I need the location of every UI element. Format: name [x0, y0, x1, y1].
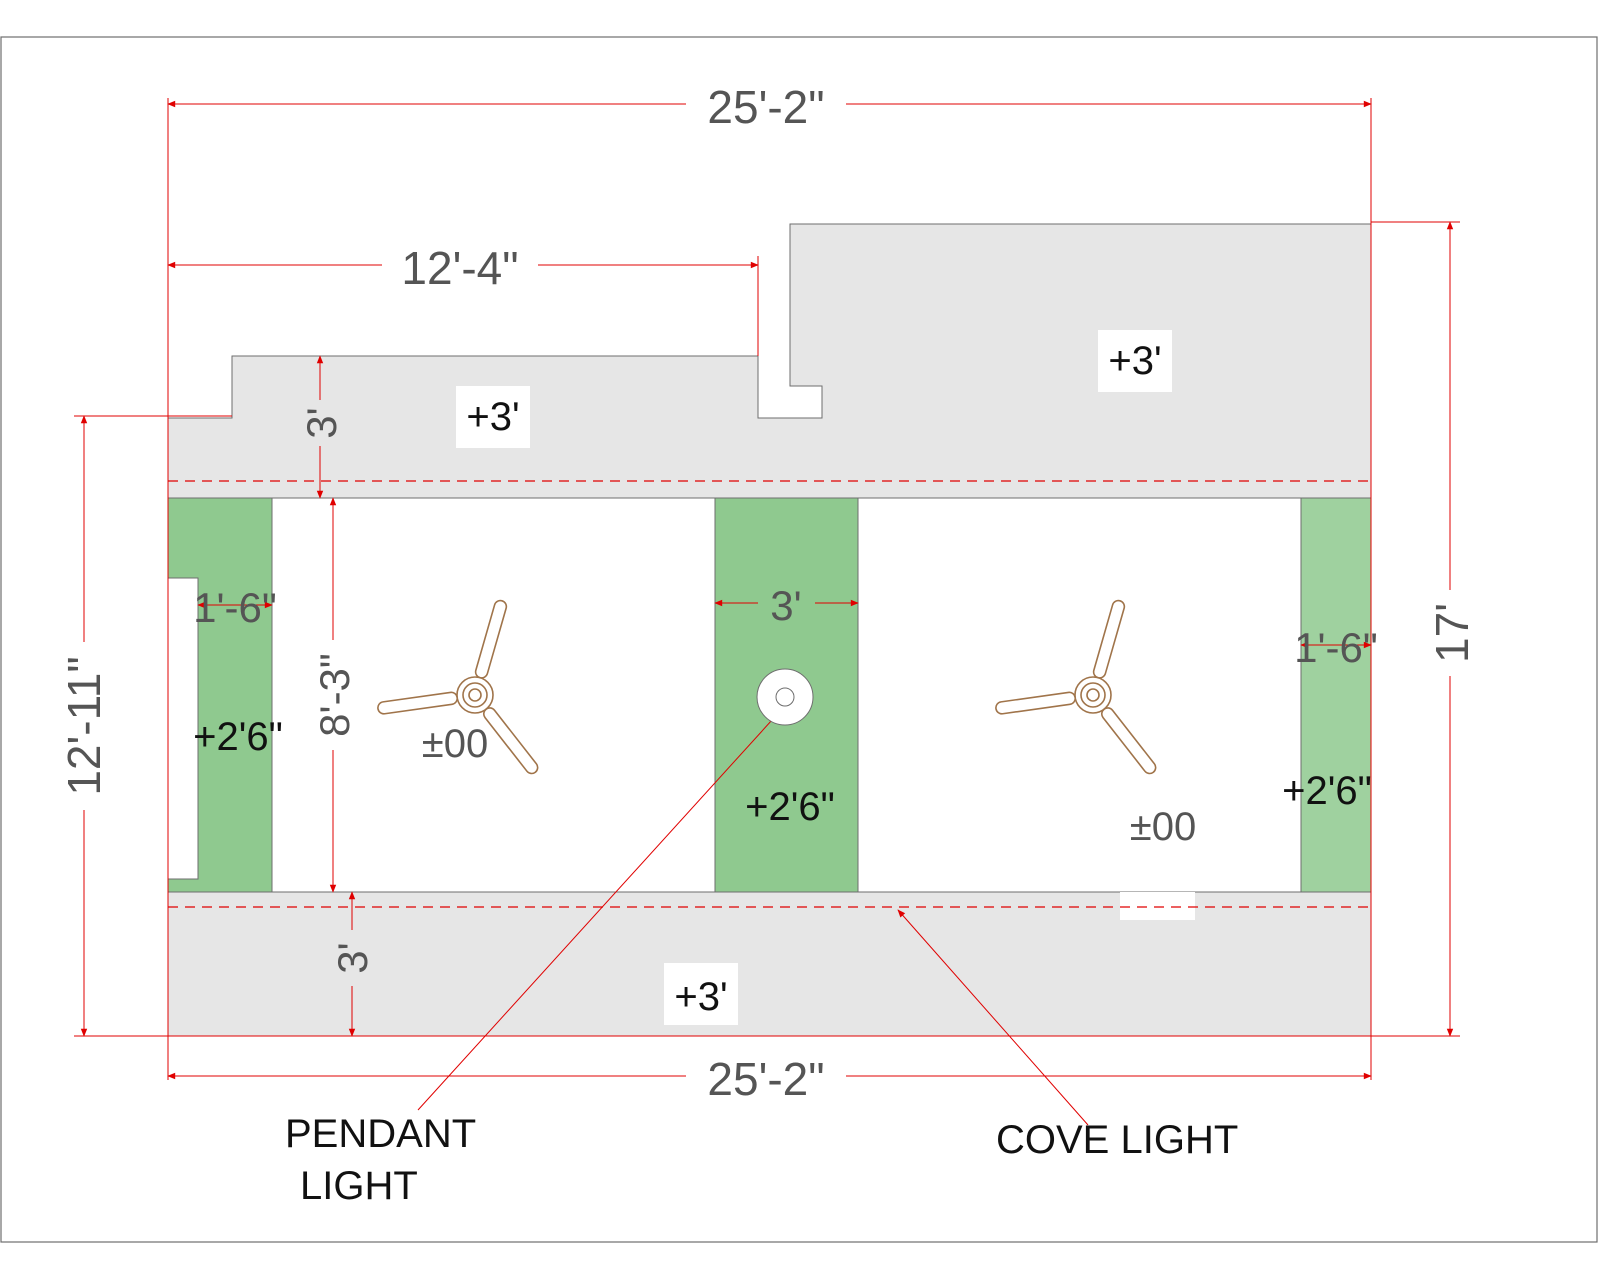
ceiling-fan-icon — [377, 599, 539, 775]
level-top-right: +3' — [1108, 339, 1161, 383]
cove-light-label: COVE LIGHT — [996, 1118, 1238, 1162]
pendant-light-label-line2: LIGHT — [300, 1164, 418, 1208]
dim-right-panel-text: 1'-6" — [1294, 624, 1378, 671]
drawing-frame — [0, 36, 1598, 1243]
top-right-level-box — [1098, 330, 1172, 392]
left-green-panel — [167, 497, 273, 893]
pendant-light-label-line1: PENDANT — [285, 1112, 476, 1156]
level-left-panel: +2'6" — [193, 715, 283, 759]
dim-bottom-width-text: 25'-2" — [707, 1053, 824, 1105]
dim-bottom-band-text: 3' — [329, 942, 376, 973]
bottom-band-notch — [1120, 892, 1195, 920]
level-right-room: ±00 — [1130, 805, 1196, 849]
level-bottom: +3' — [674, 975, 727, 1019]
pendant-leader — [417, 697, 793, 1111]
pendant-light-icon — [756, 668, 814, 726]
dim-room-depth-text: 8'-3" — [311, 653, 358, 737]
left-fan — [377, 599, 539, 775]
right-fan — [995, 599, 1157, 775]
extension-lines — [74, 98, 1460, 1080]
level-left-room: ±00 — [422, 722, 488, 766]
dim-top-band-text: 3' — [298, 407, 345, 438]
dim-top-width-text: 25'-2" — [707, 81, 824, 133]
level-right-panel: +2'6" — [1282, 769, 1372, 813]
dim-left-panel-text: 1'-6" — [193, 584, 277, 631]
level-center-panel: +2'6" — [745, 785, 835, 829]
ceiling-fan-icon — [995, 599, 1157, 775]
dim-right-height-text: 17' — [1426, 603, 1478, 663]
right-green-panel — [1300, 497, 1372, 893]
level-top-left: +3' — [466, 395, 519, 439]
dimension-lines — [80, 100, 1454, 1080]
dim-center-panel-text: 3' — [770, 582, 801, 629]
cove-leader — [897, 909, 1089, 1126]
dim-upper-left-width-text: 12'-4" — [401, 242, 518, 294]
bottom-level-box — [664, 963, 738, 1025]
top-left-level-box — [456, 386, 530, 448]
dim-left-height-text: 12'-11" — [58, 656, 110, 795]
callout-leaders — [417, 697, 1089, 1126]
